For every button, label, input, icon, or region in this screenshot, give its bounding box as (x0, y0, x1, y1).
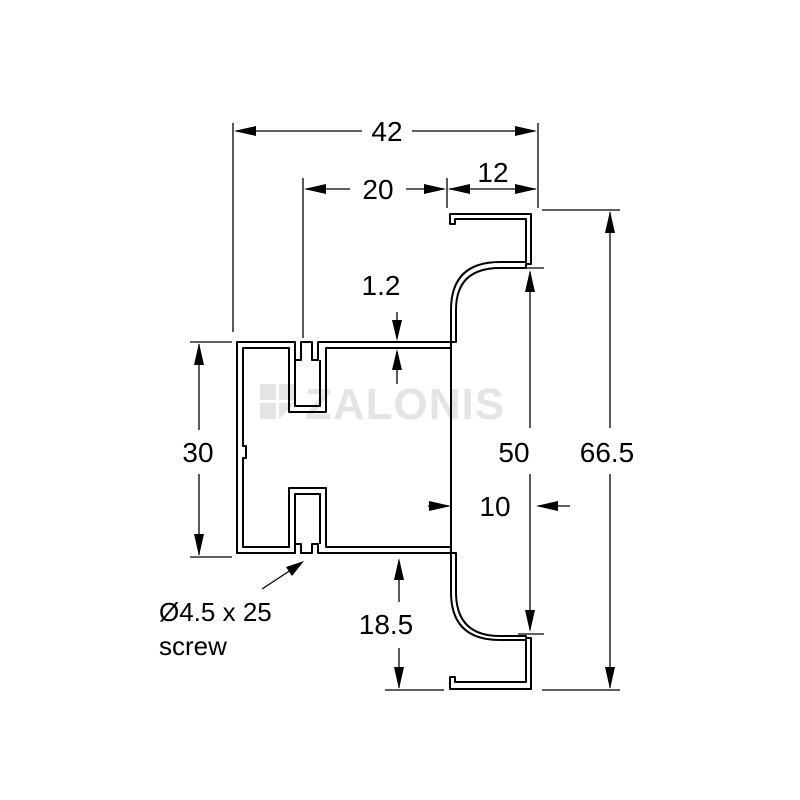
profile-outer-outline (236, 213, 532, 690)
zalonis-logo-icon (260, 384, 295, 419)
watermark: ZALONIS (260, 380, 505, 429)
dimension-overall-height: 66.5 (580, 211, 635, 689)
screw-note-line1: Ø4.5 x 25 (159, 597, 272, 627)
watermark-text: ZALONIS (305, 380, 505, 429)
dim-label-10: 10 (479, 491, 510, 522)
dim-label-20: 20 (362, 174, 393, 205)
dim-label-42: 42 (371, 116, 402, 147)
screw-note-line2: screw (159, 631, 227, 661)
dimension-flange-width: 12 (448, 157, 537, 194)
dim-label-18-5: 18.5 (359, 609, 414, 640)
dimension-wall-thickness: 1.2 (362, 270, 402, 384)
dimension-slot-offset: 20 (304, 174, 446, 205)
dimension-base-offset: 18.5 (359, 558, 414, 689)
dim-label-12: 12 (477, 157, 508, 188)
upper-screw-slot (294, 360, 321, 407)
dim-label-50: 50 (498, 437, 529, 468)
dimension-web-offset: 10 (428, 491, 570, 522)
dim-label-30: 30 (182, 437, 213, 468)
dimension-inner-height: 50 (498, 270, 535, 632)
screw-leader (261, 561, 304, 590)
dimension-body-height: 30 (182, 343, 214, 556)
extension-lines (190, 123, 620, 691)
dim-label-66-5: 66.5 (580, 437, 635, 468)
dim-label-1-2: 1.2 (362, 270, 401, 301)
profile-inner-outline (242, 347, 452, 548)
lower-screw-slot (294, 493, 321, 544)
dimension-overall-width: 42 (234, 116, 537, 147)
